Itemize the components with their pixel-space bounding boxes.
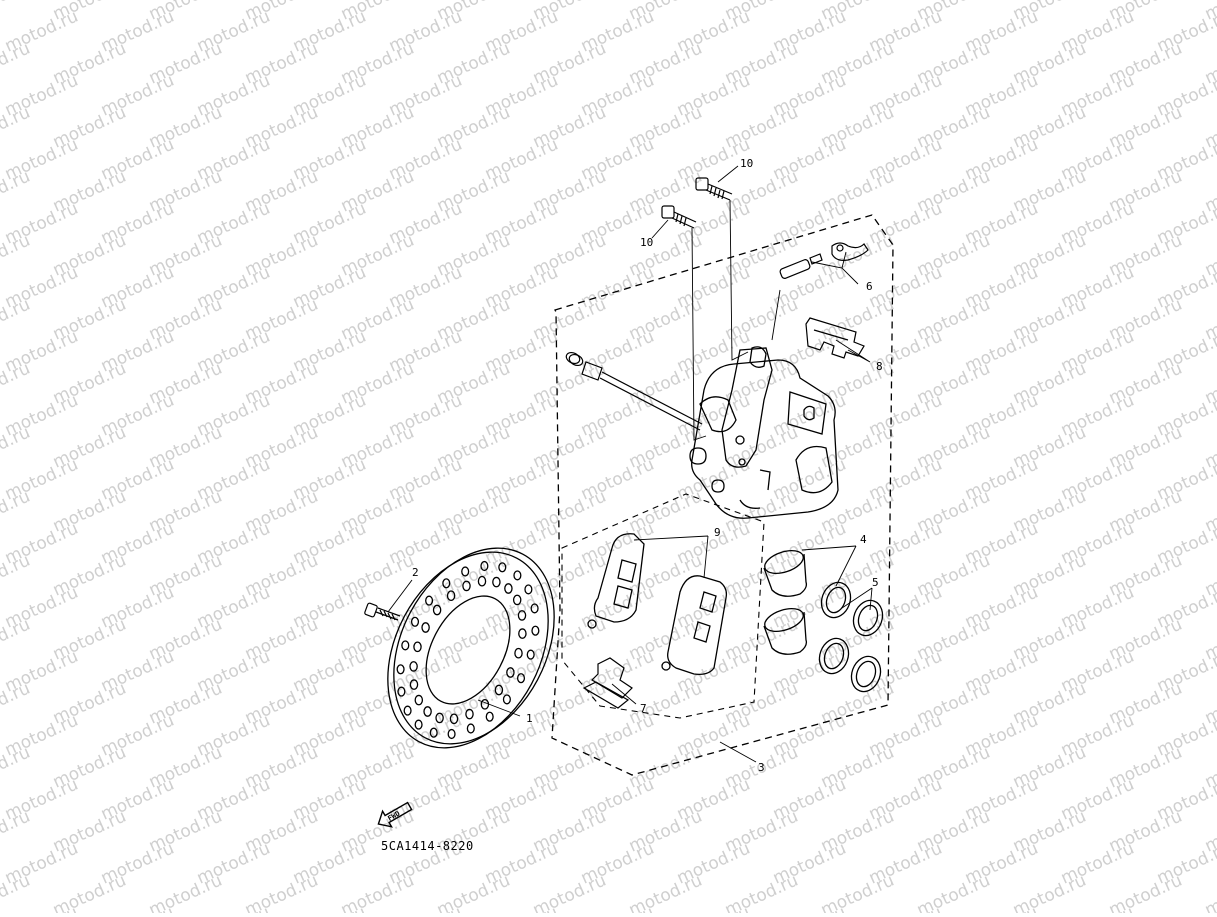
disc-hole: [485, 711, 494, 722]
disc-hole: [461, 566, 470, 577]
disc-hole: [429, 727, 438, 738]
disc-hole: [409, 661, 418, 672]
bleed-screw: [779, 242, 869, 279]
pad-pin: [565, 351, 703, 431]
disc-hole: [477, 575, 487, 587]
watermark: motod.ru: [482, 903, 561, 913]
disc-hole: [423, 706, 432, 717]
disc-hole: [512, 594, 522, 606]
disc-hole: [465, 708, 474, 720]
pad-spring: [805, 317, 865, 359]
disc-hole: [526, 649, 535, 660]
diagram-code: 5CA1414-8220: [381, 839, 474, 853]
brake-pad-inner: [587, 533, 645, 629]
disc-hole: [414, 719, 423, 730]
callout-pad-support: 7: [640, 702, 647, 715]
brake-pad-outer: [661, 575, 728, 676]
watermark: motod.ru: [386, 903, 465, 913]
disc-hole: [425, 595, 434, 606]
disc-hole: [480, 560, 489, 572]
disc-hole: [396, 664, 405, 675]
disc-hole: [513, 570, 522, 581]
disc-hole: [413, 641, 422, 653]
disc-hole: [401, 640, 410, 651]
callout-bleed-screw: 6: [866, 280, 873, 293]
disc-hole: [442, 578, 451, 589]
disc-hole: [518, 628, 527, 639]
watermark: motod.ru: [770, 903, 849, 913]
pad-support: [582, 657, 633, 709]
callout-pad-spring: 8: [876, 360, 883, 373]
disc-hole: [514, 647, 523, 659]
disc-hole: [492, 576, 501, 588]
callout-bolt-lower: 10: [640, 236, 653, 249]
caliper-bolt-upper: [695, 177, 733, 201]
disc-hole: [516, 673, 526, 684]
caliper-body: [689, 346, 839, 519]
watermark: motod.ru: [98, 903, 177, 913]
callout-piston: 4: [860, 533, 867, 546]
pistons: [763, 550, 808, 655]
disc-hole: [403, 705, 412, 716]
disc-hole: [498, 562, 507, 573]
piston-seals: [818, 581, 884, 693]
disc-hole: [530, 603, 539, 614]
disc-hole: [432, 604, 442, 616]
disc-hole: [494, 684, 504, 696]
disc-hole: [466, 723, 475, 734]
disc-hole: [531, 625, 540, 636]
disc-hole: [446, 590, 456, 602]
watermark: motod.ru: [962, 903, 1041, 913]
watermark: motod.ru: [866, 903, 945, 913]
callout-disc-bolt: 2: [412, 566, 419, 579]
watermark: motod.ru: [0, 0, 33, 25]
caliper-bolt-lower: [661, 205, 697, 229]
disc-hole: [449, 713, 459, 725]
callout-disc: 1: [526, 712, 533, 725]
disc-hole: [409, 679, 419, 690]
leader-lines: [387, 165, 873, 763]
disc-hole: [410, 616, 420, 627]
disc-hole: [397, 686, 406, 697]
disc-hole: [421, 622, 430, 633]
disc-hole: [506, 667, 515, 678]
disc-hole: [414, 694, 424, 706]
watermark: motod.ru: [1058, 903, 1137, 913]
disc-hole: [524, 584, 533, 595]
disc-hole: [435, 712, 444, 724]
disc-hole: [504, 583, 513, 594]
watermark: motod.ru: [194, 903, 273, 913]
watermark: motod.ru: [674, 903, 753, 913]
disc-hole: [502, 694, 511, 705]
watermark: motod.ru: [578, 903, 657, 913]
callout-pad-kit: 9: [714, 526, 721, 539]
disc-hole: [462, 580, 471, 592]
callout-seal-kit: 5: [872, 576, 879, 589]
disc-hole: [447, 728, 456, 740]
disc-bolt: [364, 602, 401, 621]
disc-hole: [517, 610, 527, 621]
callout-bolt-upper: 10: [740, 157, 753, 170]
brake-disc: [387, 547, 555, 749]
watermark: motod.ru: [290, 903, 369, 913]
caliper-assembly-boundary: [551, 214, 894, 776]
callout-caliper-assembly: 3: [758, 761, 765, 774]
watermark: motod.ru: [2, 903, 81, 913]
